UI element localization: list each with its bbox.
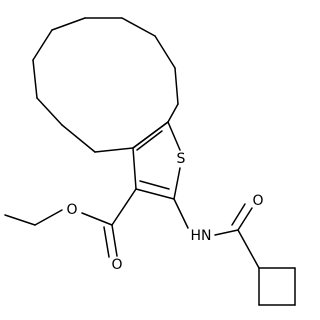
bond xyxy=(154,35,176,69)
amide-nitrogen-label: HN xyxy=(191,228,212,244)
cyclobutanecarboxamide-group xyxy=(173,198,296,306)
bond xyxy=(32,29,53,61)
ester-carbonyl-oxygen-label: O xyxy=(111,257,122,273)
bond xyxy=(32,59,38,99)
bond xyxy=(167,103,179,123)
bond xyxy=(103,226,110,258)
bond xyxy=(174,67,179,105)
bond xyxy=(111,224,118,257)
bond xyxy=(231,203,246,226)
bond xyxy=(173,167,181,200)
bond xyxy=(132,121,169,149)
ethyl-ester-group xyxy=(4,188,137,258)
molecule-structure: S HN O O O xyxy=(4,17,296,306)
amide-oxygen-label: O xyxy=(252,193,263,209)
sulfur-atom-label: S xyxy=(177,151,186,167)
bond xyxy=(237,229,260,269)
cyclododecane-ring xyxy=(32,17,179,153)
bond xyxy=(214,229,239,236)
bond xyxy=(94,147,134,153)
ester-ether-oxygen-label: O xyxy=(66,202,77,218)
bond xyxy=(36,97,63,126)
bond xyxy=(167,121,181,151)
bond xyxy=(136,130,163,151)
bond xyxy=(34,209,63,226)
bond xyxy=(121,17,156,37)
bond xyxy=(237,207,253,231)
bond xyxy=(61,124,96,153)
bond xyxy=(132,147,137,190)
thiophene-ring xyxy=(132,121,181,200)
bond xyxy=(4,214,36,226)
bond xyxy=(81,212,113,226)
atom-labels: S HN O O O xyxy=(66,151,263,273)
bond xyxy=(139,180,170,190)
bond xyxy=(173,198,189,229)
bond xyxy=(51,17,86,31)
bond xyxy=(135,188,175,200)
bond xyxy=(111,188,137,226)
